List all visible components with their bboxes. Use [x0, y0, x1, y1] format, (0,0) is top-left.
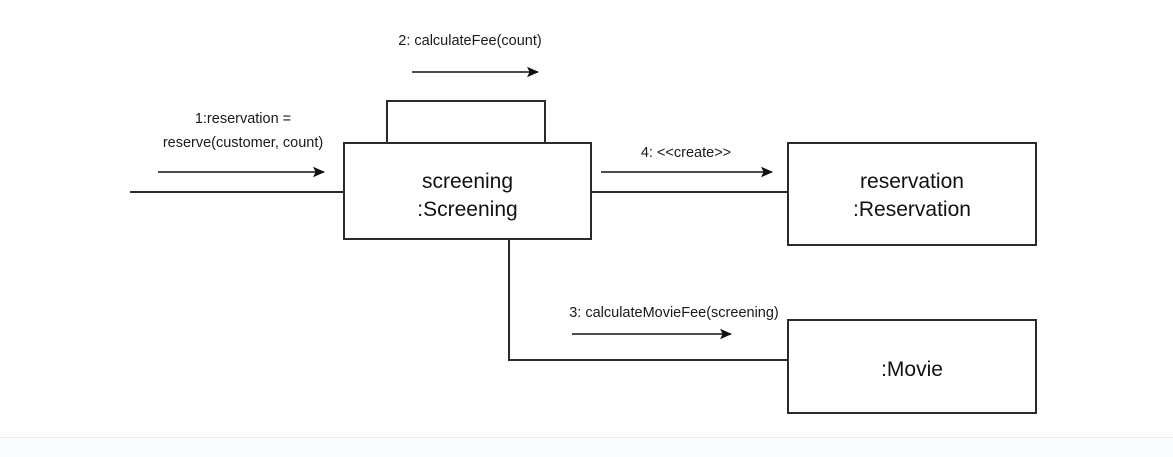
screening-object-box[interactable]: screening :Screening: [343, 142, 592, 240]
link-screening-self: [386, 100, 546, 143]
movie-object-class: :Movie: [881, 358, 943, 381]
message-1-reserve[interactable]: 1:reservation = reserve(customer, count): [158, 111, 325, 178]
message-2-calculate-fee[interactable]: 2: calculateFee(count): [398, 33, 542, 78]
reservation-object-box[interactable]: reservation :Reservation: [787, 142, 1037, 246]
footer-divider: [0, 437, 1173, 438]
message-3-calculate-movie-fee[interactable]: 3: calculateMovieFee(screening): [569, 305, 779, 340]
message-4-label: 4: <<create>>: [641, 145, 731, 161]
footer-strip: [0, 438, 1173, 457]
message-2-label: 2: calculateFee(count): [398, 33, 541, 49]
reservation-object-name: reservation: [860, 170, 964, 193]
message-3-label: 3: calculateMovieFee(screening): [569, 305, 779, 321]
message-4-create[interactable]: 4: <<create>>: [601, 145, 773, 178]
screening-object-class: :Screening: [417, 198, 517, 221]
screening-object-name: screening: [422, 170, 513, 193]
message-1-label-line2: reserve(customer, count): [163, 135, 323, 151]
reservation-object-class: :Reservation: [853, 198, 971, 221]
message-1-label-line1: 1:reservation =: [195, 111, 291, 127]
link-screening-to-movie: [508, 239, 788, 361]
movie-object-box[interactable]: :Movie: [787, 319, 1037, 414]
